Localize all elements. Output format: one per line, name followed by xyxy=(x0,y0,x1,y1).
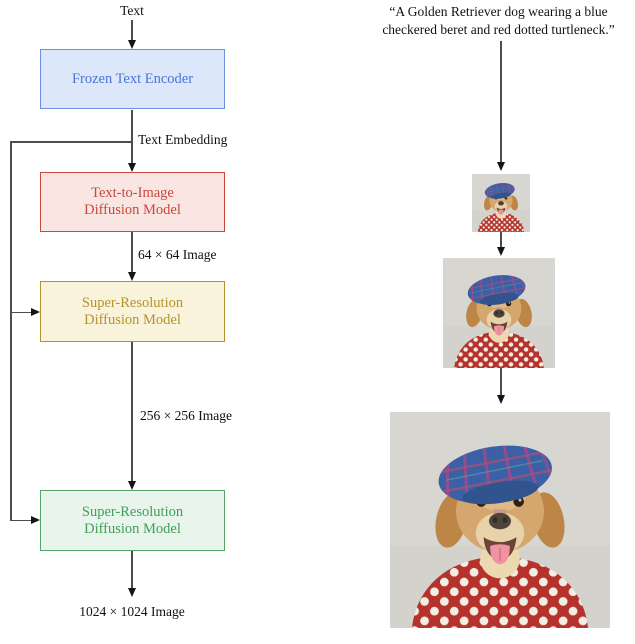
arrow-down-icon xyxy=(127,163,136,172)
arrow-down-icon xyxy=(496,162,505,171)
prompt-caption-line1: “A Golden Retriever dog wearing a blue xyxy=(389,4,608,19)
edge-t2i-to-sr1 xyxy=(131,232,133,273)
arrow-down-icon xyxy=(496,395,505,404)
frozen-text-encoder-label: Frozen Text Encoder xyxy=(71,70,194,87)
embedding-branch-to-sr1 xyxy=(10,311,32,313)
edge-text-to-encoder xyxy=(131,20,133,41)
text-to-image-diffusion-box: Text-to-Image Diffusion Model xyxy=(40,172,225,232)
input-text-label: Text xyxy=(120,3,144,18)
embedding-branch-rail xyxy=(10,141,12,521)
frozen-text-encoder-box: Frozen Text Encoder xyxy=(40,49,225,109)
edge-sr1-to-sr2 xyxy=(131,342,133,482)
arrow-right-icon xyxy=(31,307,40,316)
arrow-down-icon xyxy=(127,272,136,281)
edge-medium-to-large xyxy=(500,368,502,396)
arrow-down-icon xyxy=(127,40,136,49)
prompt-caption: “A Golden Retriever dog wearing a blue c… xyxy=(362,3,635,39)
edge-small-to-medium xyxy=(500,232,502,248)
sr1-label-line1: Super-Resolution xyxy=(81,294,184,311)
edge-prompt-to-small xyxy=(500,41,502,163)
sample-image-medium xyxy=(443,258,555,368)
edge-encoder-to-t2i xyxy=(131,110,133,163)
embedding-branch-top xyxy=(10,141,132,143)
image-1024-label: 1024 × 1024 Image xyxy=(79,604,185,619)
text-embedding-label: Text Embedding xyxy=(138,132,228,147)
sample-image-large xyxy=(390,412,610,628)
prompt-caption-line2: checkered beret and red dotted turtlenec… xyxy=(382,22,615,37)
sr2-label-line2: Diffusion Model xyxy=(84,520,181,537)
image-256-label: 256 × 256 Image xyxy=(140,408,232,423)
arrow-down-icon xyxy=(127,481,136,490)
sample-image-small xyxy=(472,174,530,232)
arrow-down-icon xyxy=(127,588,136,597)
arrow-right-icon xyxy=(31,515,40,524)
arrow-down-icon xyxy=(496,247,505,256)
sr2-label-line1: Super-Resolution xyxy=(81,503,184,520)
edge-sr2-to-output xyxy=(131,551,133,589)
t2i-label-line1: Text-to-Image xyxy=(91,185,174,201)
image-64-label: 64 × 64 Image xyxy=(138,247,217,262)
sr1-label-line2: Diffusion Model xyxy=(84,311,181,328)
t2i-label-line2: Diffusion Model xyxy=(84,202,181,218)
embedding-branch-to-sr2 xyxy=(10,519,32,521)
super-resolution-2-box: Super-Resolution Diffusion Model xyxy=(40,490,225,551)
super-resolution-1-box: Super-Resolution Diffusion Model xyxy=(40,281,225,342)
